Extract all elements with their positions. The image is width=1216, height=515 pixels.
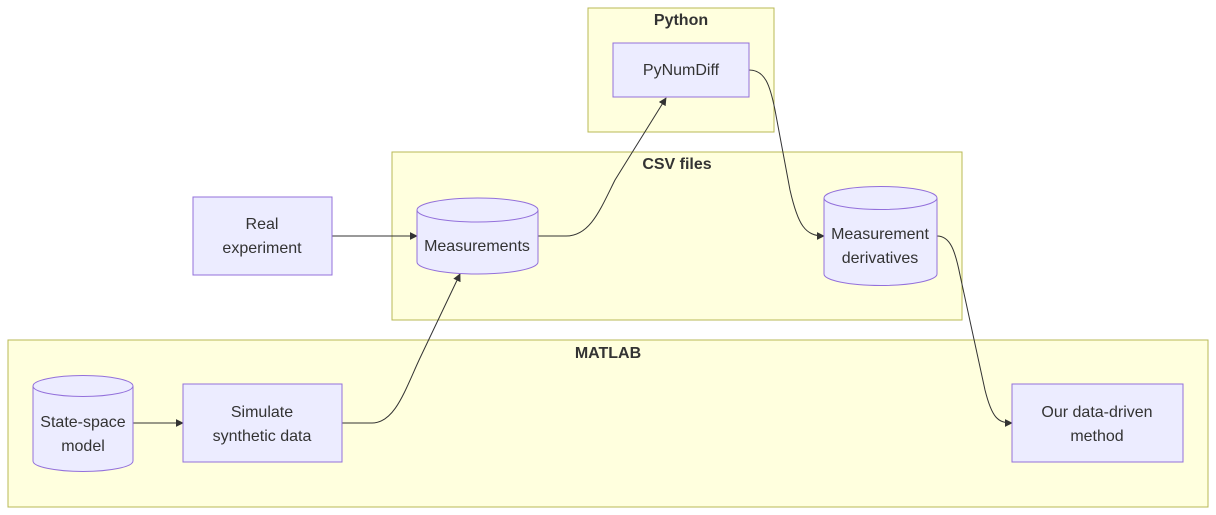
node-label-simulate-line2: synthetic data bbox=[213, 428, 312, 445]
node-measurements[interactable]: Measurements bbox=[416, 197, 539, 275]
node-label-measurement-derivatives-line2: derivatives bbox=[842, 250, 918, 267]
node-label-measurements: Measurements bbox=[424, 238, 530, 255]
node-real-experiment[interactable]: Real experiment bbox=[192, 196, 333, 276]
node-label-pynumdiff: PyNumDiff bbox=[643, 62, 720, 79]
node-simulate-synthetic-data[interactable]: Simulate synthetic data bbox=[182, 383, 343, 463]
node-label-our-method-line1: Our data-driven bbox=[1041, 404, 1152, 421]
cluster-label-matlab: MATLAB bbox=[575, 345, 641, 362]
node-label-simulate-line1: Simulate bbox=[231, 404, 293, 421]
cluster-label-csv-files: CSV files bbox=[642, 156, 711, 173]
node-label-state-space-model-line2: model bbox=[61, 438, 105, 455]
node-label-our-method-line2: method bbox=[1070, 428, 1123, 445]
node-label-measurement-derivatives-line1: Measurement bbox=[831, 226, 929, 243]
edge-pynumdiff-to-derivatives bbox=[748, 69, 825, 240]
node-pynumdiff[interactable]: PyNumDiff bbox=[612, 42, 750, 98]
node-label-state-space-model-line1: State-space bbox=[40, 414, 125, 431]
node-our-data-driven-method[interactable]: Our data-driven method bbox=[1011, 383, 1184, 463]
edge-simulate-to-measurements bbox=[342, 273, 461, 424]
edge-measurements-to-pynumdiff bbox=[538, 97, 667, 237]
edge-derivatives-to-our-method bbox=[936, 235, 1013, 427]
node-measurement-derivatives[interactable]: Measurement derivatives bbox=[823, 186, 938, 286]
node-state-space-model[interactable]: State-space model bbox=[32, 375, 134, 472]
node-label-real-experiment-line1: Real bbox=[246, 216, 279, 233]
node-label-real-experiment-line2: experiment bbox=[222, 240, 302, 257]
cluster-label-python: Python bbox=[654, 12, 708, 29]
